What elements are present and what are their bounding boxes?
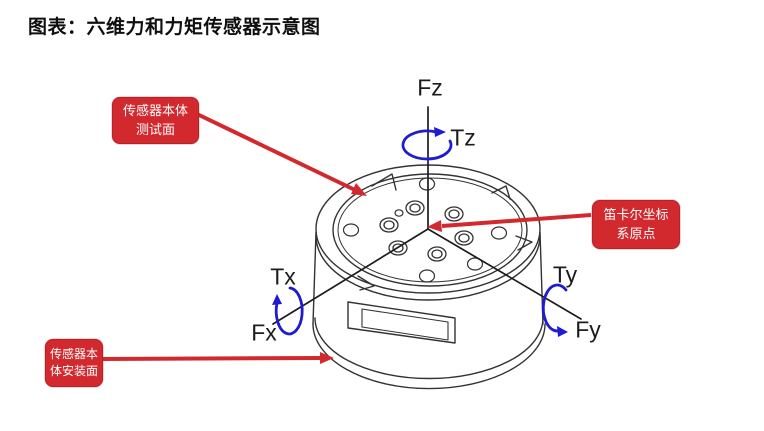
rotation-arrowhead-tx xyxy=(272,294,282,305)
callout-origin-line1: 笛卡尔坐标 xyxy=(603,207,669,223)
axis-label-fx: Fx xyxy=(251,319,277,346)
callout-test-surface: 传感器本体 测试面 xyxy=(112,97,199,144)
axis-label-fz: Fz xyxy=(417,74,443,101)
axis-label-fy: Fy xyxy=(575,316,601,343)
top-face-bolts xyxy=(342,177,508,283)
axis-fy-line xyxy=(427,228,582,320)
callout-mount-surface-line2: 体安装面 xyxy=(49,364,98,378)
callout-mount-surface-line1: 传感器本 xyxy=(49,347,98,362)
callout-test-surface-line2: 测试面 xyxy=(135,121,175,137)
callout-arrow-test-surface xyxy=(196,112,356,192)
rotation-arc-ty xyxy=(541,283,568,333)
axis-label-tx: Tx xyxy=(270,263,296,290)
axis-lines xyxy=(272,106,582,325)
axis-label-tz: Tz xyxy=(450,124,476,151)
page-title: 图表：六维力和力矩传感器示意图 xyxy=(28,17,321,38)
callout-origin: 笛卡尔坐标 系原点 xyxy=(592,200,680,249)
callout-mount-surface: 传感器本 体安装面 xyxy=(45,339,103,387)
callout-arrow-origin xyxy=(441,213,592,228)
rotation-arrowhead-tz xyxy=(434,127,446,137)
callout-origin-line2: 系原点 xyxy=(616,225,656,241)
axis-label-ty: Ty xyxy=(552,261,578,288)
callout-test-surface-line1: 传感器本体 xyxy=(122,103,188,119)
rotation-arrowhead-ty xyxy=(557,326,568,337)
axis-fx-line xyxy=(272,228,429,325)
callout-arrows xyxy=(101,112,592,364)
callout-arrow-mount-surface xyxy=(101,356,322,361)
rotation-arc-tx xyxy=(274,286,304,336)
rotation-arc-tz xyxy=(401,129,453,161)
rotation-arrows xyxy=(272,127,568,337)
